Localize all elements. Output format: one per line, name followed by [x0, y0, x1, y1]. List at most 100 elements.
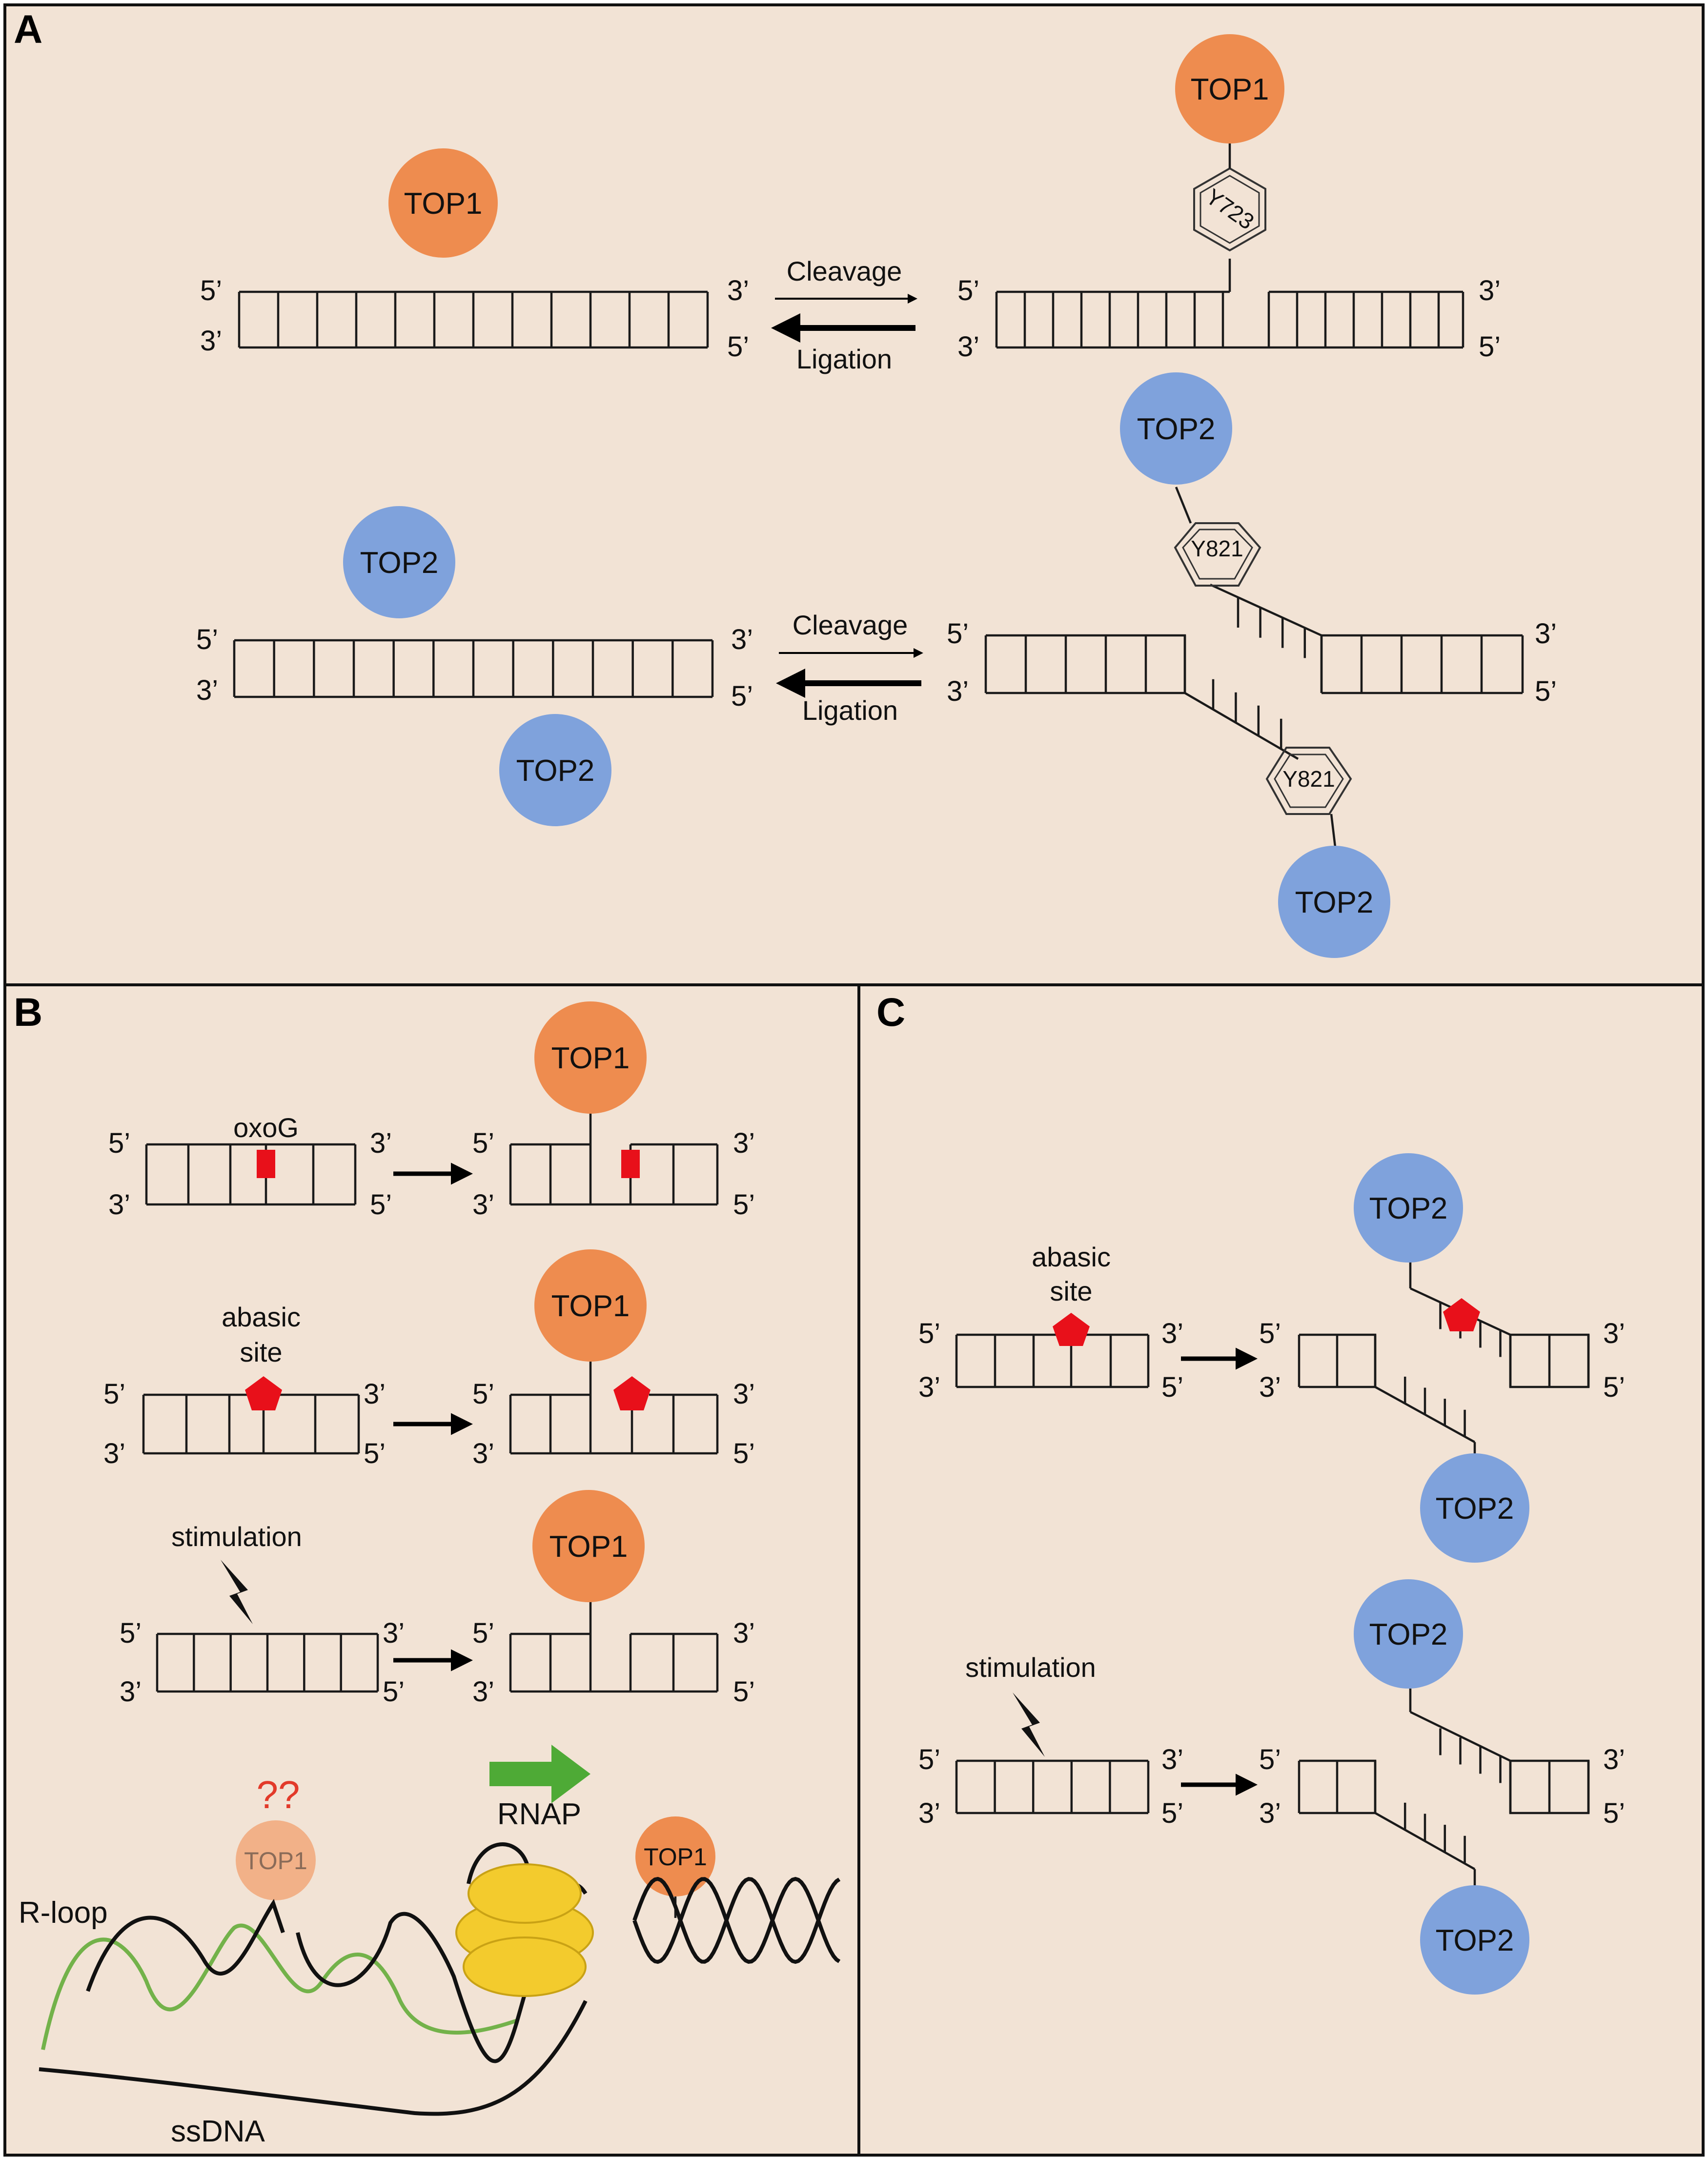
- five-prime-end: 5’: [733, 1438, 755, 1469]
- panel-c: C abasic site 5’ 3’ 3’ 5’ TOP2 TOP2 5: [857, 983, 1705, 2157]
- panel-b: B oxoG 5’ 3’ 3’ 5’ TOP1 5’ 3’ 3’ 5’: [3, 983, 860, 2157]
- top2-cleavage-complex: 5’ 3’ 3’ 5’ Y821 TOP2 Y821 TOP2: [947, 372, 1557, 958]
- five-prime-end: 5’: [103, 1378, 125, 1410]
- abasic-label-line2: site: [1050, 1276, 1092, 1306]
- three-prime-end: 3’: [947, 675, 969, 707]
- abasic-top2-row: abasic site 5’ 3’ 3’ 5’ TOP2 TOP2 5’ 3’ …: [918, 1153, 1625, 1563]
- stimulation-label: stimulation: [965, 1652, 1096, 1683]
- oxog-lesion-marker: [257, 1150, 275, 1178]
- three-prime-end: 3’: [1161, 1318, 1183, 1349]
- r-loop-label: R-loop: [19, 1896, 108, 1930]
- abasic-site-marker: [245, 1376, 282, 1410]
- ssdna-strand: [39, 2000, 588, 2116]
- top1-protein: TOP1: [388, 148, 498, 258]
- three-prime-end: 3’: [370, 1127, 392, 1159]
- dna-loop-over-rnap: [467, 1842, 529, 1884]
- tyrosine-ring: [1174, 522, 1261, 587]
- top1-faded-label: TOP1: [244, 1847, 307, 1875]
- three-prime-end: 3’: [1603, 1744, 1625, 1775]
- five-prime-end: 5’: [1161, 1371, 1183, 1403]
- top2-intact-dna: 5’ 3’ 3’ 5’ TOP2 TOP2: [196, 506, 753, 826]
- three-prime-end: 3’: [1161, 1744, 1183, 1775]
- tyrosine-ring: [1265, 747, 1352, 815]
- top1-label: TOP1: [551, 1289, 630, 1323]
- five-prime-end: 5’: [1259, 1318, 1281, 1349]
- panel-a-frame: [3, 3, 1705, 986]
- panel-c-letter: C: [876, 990, 905, 1035]
- reaction-arrows-top2: Cleavage Ligation: [776, 610, 923, 726]
- three-prime-end: 3’: [1259, 1797, 1281, 1829]
- five-prime-end: 5’: [472, 1378, 494, 1410]
- top1-circle: [635, 1816, 715, 1896]
- three-prime-end: 3’: [731, 624, 753, 655]
- three-prime-end: 3’: [727, 275, 749, 306]
- top2-label: TOP2: [1295, 886, 1374, 919]
- top2-circle: [1120, 372, 1232, 485]
- top1-faded-circle: [236, 1820, 316, 1900]
- top1-label: TOP1: [551, 1041, 630, 1075]
- transcription-direction-arrow: [489, 1745, 590, 1803]
- three-prime-end: 3’: [918, 1371, 940, 1403]
- three-prime-end: 3’: [957, 331, 979, 363]
- panel-a: A 5’ 3’ 3’ 5’ TOP1 Cleavage Ligation 5’ …: [3, 3, 1705, 986]
- stimulation-label: stimulation: [171, 1521, 302, 1552]
- top1-label: TOP1: [549, 1530, 628, 1564]
- cleavage-label: Cleavage: [787, 256, 902, 286]
- top1-intact-dna: 5’ 3’ 3’ 5’: [200, 275, 749, 363]
- top2-circle: [343, 506, 455, 618]
- three-prime-end: 3’: [472, 1676, 494, 1708]
- three-prime-end: 3’: [472, 1189, 494, 1221]
- five-prime-end: 5’: [1603, 1797, 1625, 1829]
- ligation-label: Ligation: [802, 695, 898, 726]
- panel-c-frame: [857, 983, 1705, 2157]
- five-prime-end: 5’: [733, 1676, 755, 1708]
- five-prime-end: 5’: [918, 1318, 940, 1349]
- five-prime-end: 5’: [731, 680, 753, 712]
- three-prime-end: 3’: [108, 1189, 130, 1221]
- cleavage-label: Cleavage: [793, 610, 908, 640]
- top2-circle: [1354, 1579, 1463, 1689]
- abasic-label-line1: abasic: [1032, 1242, 1111, 1272]
- three-prime-end: 3’: [196, 674, 218, 706]
- three-prime-end: 3’: [120, 1676, 142, 1708]
- top2-circle: [1278, 846, 1390, 958]
- three-prime-end: 3’: [733, 1378, 755, 1410]
- oxog-lesion-row: oxoG 5’ 3’ 3’ 5’ TOP1 5’ 3’ 3’ 5’: [108, 1001, 755, 1221]
- top1-cleavage-complex: 5’ 3’ 3’ 5’ Y723 TOP1: [957, 34, 1501, 363]
- question-marks: ??: [257, 1773, 300, 1816]
- oxog-label: oxoG: [233, 1112, 299, 1143]
- three-prime-end: 3’: [1259, 1371, 1281, 1403]
- five-prime-end: 5’: [364, 1438, 386, 1469]
- abasic-site-marker: [1443, 1298, 1480, 1331]
- top1-circle: [532, 1490, 645, 1602]
- five-prime-end: 5’: [196, 624, 218, 655]
- panel-a-letter: A: [14, 7, 42, 52]
- supercoiled-dna: [632, 1876, 841, 1964]
- abasic-label-line2: site: [240, 1337, 282, 1367]
- five-prime-end: 5’: [957, 275, 979, 306]
- tyrosine-y821-label: Y821: [1191, 536, 1243, 561]
- three-prime-end: 3’: [103, 1438, 125, 1469]
- abasic-lesion-row: abasic site 5’ 3’ 3’ 5’ TOP1 5’ 3’ 3’ 5’: [103, 1249, 755, 1469]
- three-prime-end: 3’: [918, 1797, 940, 1829]
- top2-circle: [1420, 1453, 1529, 1563]
- five-prime-end: 5’: [1259, 1744, 1281, 1775]
- abasic-label-line1: abasic: [222, 1302, 301, 1332]
- five-prime-end: 5’: [1479, 331, 1501, 363]
- three-prime-end: 3’: [472, 1438, 494, 1469]
- five-prime-end: 5’: [727, 331, 749, 363]
- five-prime-end: 5’: [733, 1189, 755, 1221]
- abasic-site-marker: [613, 1376, 651, 1410]
- panel-b-letter: B: [14, 990, 42, 1035]
- three-prime-end: 3’: [1603, 1318, 1625, 1349]
- top1-label: TOP1: [404, 187, 483, 221]
- five-prime-end: 5’: [472, 1617, 494, 1649]
- stimulation-top2-row: stimulation 5’ 3’ 3’ 5’ TOP2 TOP2 5’ 3’ …: [918, 1579, 1625, 1995]
- top2-circle: [1354, 1153, 1463, 1263]
- three-prime-end: 3’: [383, 1617, 405, 1649]
- reaction-arrows-top1: Cleavage Ligation: [771, 256, 917, 374]
- top2-label: TOP2: [516, 754, 595, 788]
- five-prime-end: 5’: [383, 1676, 405, 1708]
- five-prime-end: 5’: [918, 1744, 940, 1775]
